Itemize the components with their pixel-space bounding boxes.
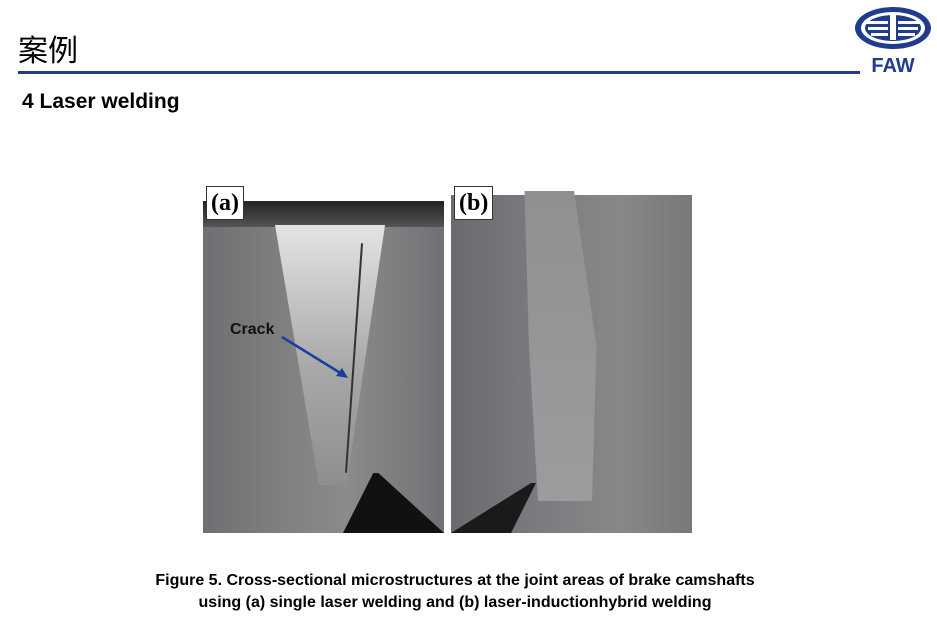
svg-text:FAW: FAW bbox=[871, 55, 914, 76]
slide-title: 案例 bbox=[18, 34, 78, 69]
root-notch-a bbox=[343, 473, 444, 533]
arrow-icon bbox=[281, 335, 348, 378]
crack-annotation: Crack bbox=[230, 321, 275, 338]
caption-line-2: using (a) single laser welding and (b) l… bbox=[198, 594, 712, 611]
micrograph-b: (b) bbox=[451, 183, 692, 533]
micrograph-a: (a) bbox=[203, 183, 444, 533]
title-divider bbox=[18, 71, 860, 74]
section-heading: 4 Laser welding bbox=[22, 90, 180, 113]
figure-caption: Figure 5. Cross-sectional microstructure… bbox=[0, 570, 910, 614]
caption-line-1: Figure 5. Cross-sectional microstructure… bbox=[155, 572, 755, 589]
panel-label-a: (a) bbox=[206, 186, 244, 220]
weld-zone-b bbox=[524, 191, 597, 501]
faw-logo: FAW bbox=[855, 7, 931, 76]
root-notch-b bbox=[451, 483, 536, 533]
panel-label-b: (b) bbox=[454, 186, 494, 220]
